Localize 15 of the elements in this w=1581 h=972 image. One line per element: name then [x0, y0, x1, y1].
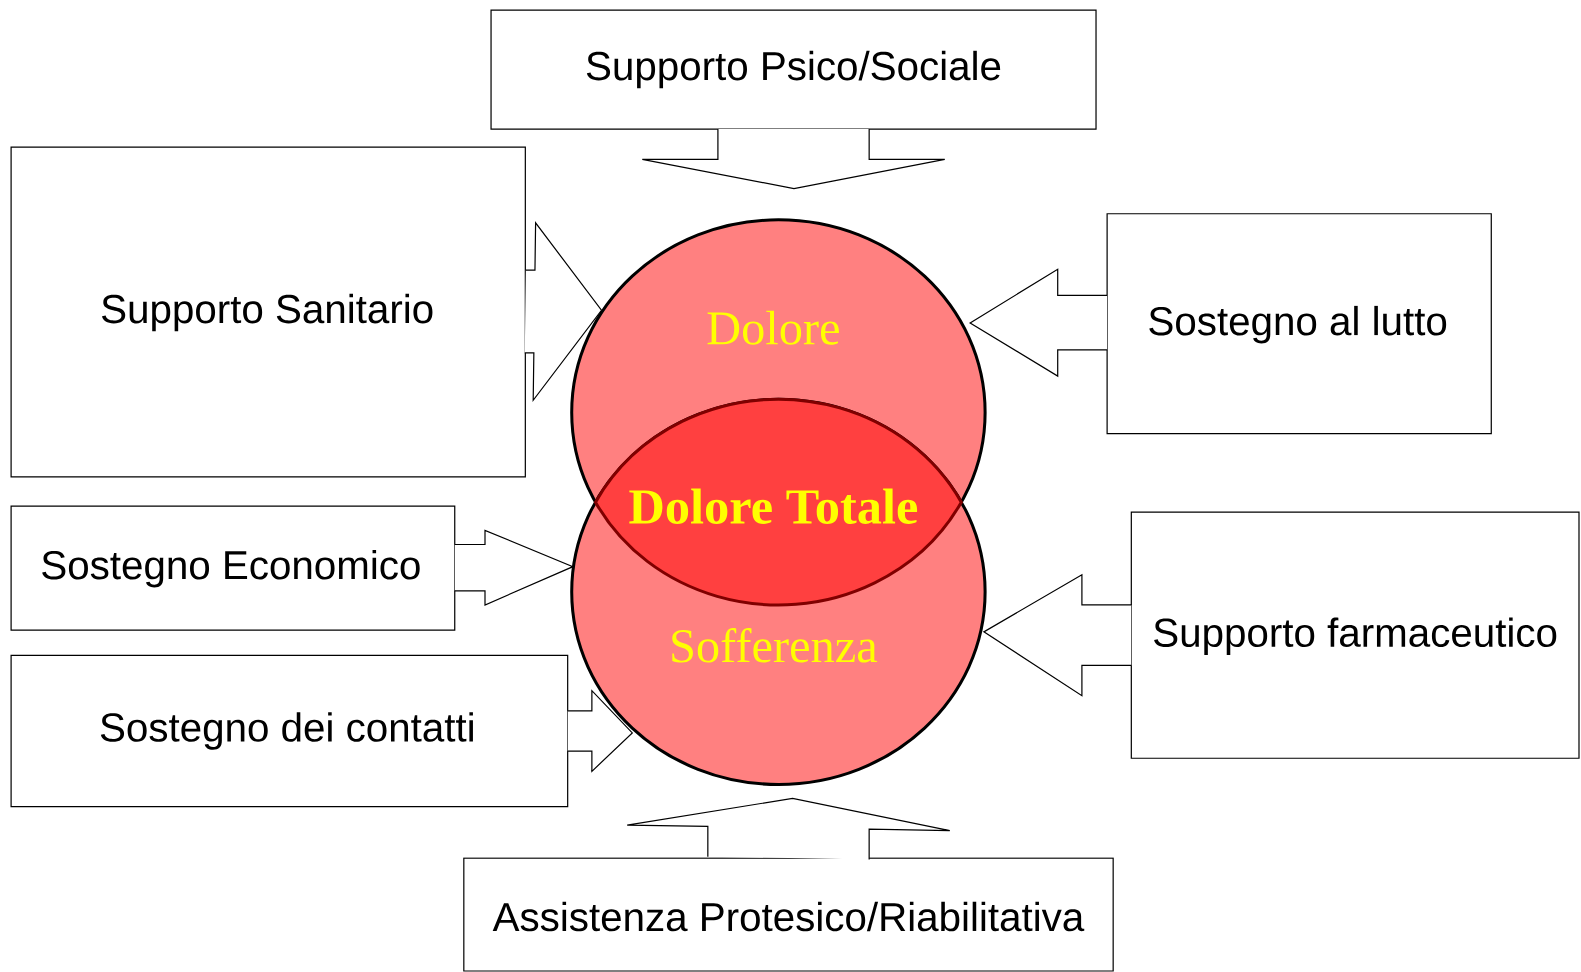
callout-box: Supporto Sanitario [10, 146, 526, 478]
callout-box: Supporto farmaceutico [1130, 511, 1580, 759]
block-arrow [641, 128, 946, 190]
overlap-area: Dolore Totale [594, 397, 963, 607]
callout-box: Sostegno dei contatti [10, 654, 569, 808]
callout-box: Sostegno Economico [10, 505, 456, 631]
block-arrow [567, 689, 634, 773]
block-arrow [626, 797, 951, 861]
callout-box: Assistenza Protesico/Riabilitativa [463, 857, 1114, 972]
block-arrow [454, 529, 575, 606]
block-arrow [982, 573, 1132, 697]
block-arrow [968, 268, 1108, 378]
block-arrow [524, 221, 603, 403]
callout-box: Supporto Psico/Sociale [490, 9, 1097, 130]
callout-box: Sostegno al lutto [1106, 213, 1492, 435]
